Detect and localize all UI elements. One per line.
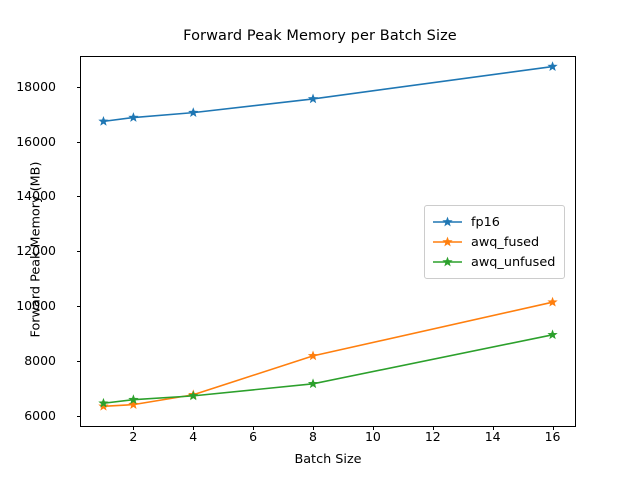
legend-item-awq_unfused[interactable]: awq_unfused (432, 252, 555, 272)
data-point-marker (98, 397, 109, 408)
legend-label: awq_fused (471, 234, 540, 250)
legend-line-marker-icon (432, 214, 463, 230)
x-tick-mark (552, 426, 554, 430)
y-tick-label: 14000 (16, 188, 56, 204)
legend-label: awq_unfused (471, 254, 556, 270)
y-tick-mark (76, 141, 80, 143)
series-line (102, 333, 554, 405)
y-tick-label: 18000 (16, 78, 56, 94)
series-awq_fused (98, 296, 558, 411)
series-canvas (98, 61, 558, 411)
series-line (102, 301, 554, 408)
data-point-marker (307, 378, 319, 389)
legend-item-awq_fused[interactable]: awq_fused (432, 232, 555, 252)
x-tick-label: 12 (424, 429, 441, 444)
y-tick-mark (76, 196, 80, 198)
x-tick-mark (313, 426, 315, 430)
data-point-marker (188, 390, 199, 401)
data-point-marker (307, 93, 319, 104)
x-tick-mark (432, 426, 434, 430)
legend-line-marker-icon (432, 234, 463, 250)
data-point-marker (547, 61, 558, 71)
chart-title: Forward Peak Memory per Batch Size (183, 28, 457, 44)
legend-line-marker-icon (432, 254, 463, 270)
y-tick-mark (76, 86, 80, 88)
x-tick-label: 16 (544, 429, 561, 444)
plot-inner (81, 57, 575, 426)
data-point-marker (98, 115, 109, 126)
data-point-marker (98, 400, 109, 411)
data-point-marker (128, 112, 139, 122)
data-point-marker (307, 350, 319, 361)
series-awq_unfused (98, 329, 558, 408)
series-line (102, 65, 554, 123)
series-fp16 (98, 61, 558, 126)
legend[interactable]: fp16 awq_fused awq_unfused (424, 205, 566, 279)
x-tick-mark (253, 426, 255, 430)
x-tick-label: 6 (249, 429, 258, 444)
x-tick-mark (372, 426, 374, 430)
plot-area (80, 56, 576, 427)
y-tick-mark (76, 415, 80, 417)
data-point-marker (547, 329, 558, 340)
x-tick-mark (492, 426, 494, 430)
x-tick-label: 10 (364, 429, 381, 444)
y-tick-label: 12000 (16, 243, 56, 259)
legend-label: fp16 (471, 214, 500, 230)
y-tick-label: 6000 (24, 407, 56, 423)
y-tick-label: 8000 (24, 352, 56, 368)
x-axis-label: Batch Size (294, 452, 362, 467)
x-tick-label: 2 (129, 429, 138, 444)
y-tick-label: 10000 (16, 298, 56, 313)
data-point-marker (547, 296, 558, 307)
y-tick-label: 16000 (16, 133, 56, 149)
x-tick-mark (133, 426, 135, 430)
data-point-marker (128, 394, 139, 405)
y-tick-mark (76, 251, 80, 253)
x-tick-label: 14 (484, 429, 501, 444)
y-tick-mark (76, 306, 80, 307)
x-tick-label: 8 (309, 429, 317, 444)
y-tick-mark (76, 360, 80, 362)
x-tick-mark (193, 426, 195, 430)
x-tick-label: 4 (189, 429, 198, 444)
legend-item-fp16[interactable]: fp16 (432, 212, 555, 232)
data-point-marker (188, 107, 199, 117)
data-point-marker (128, 399, 139, 409)
